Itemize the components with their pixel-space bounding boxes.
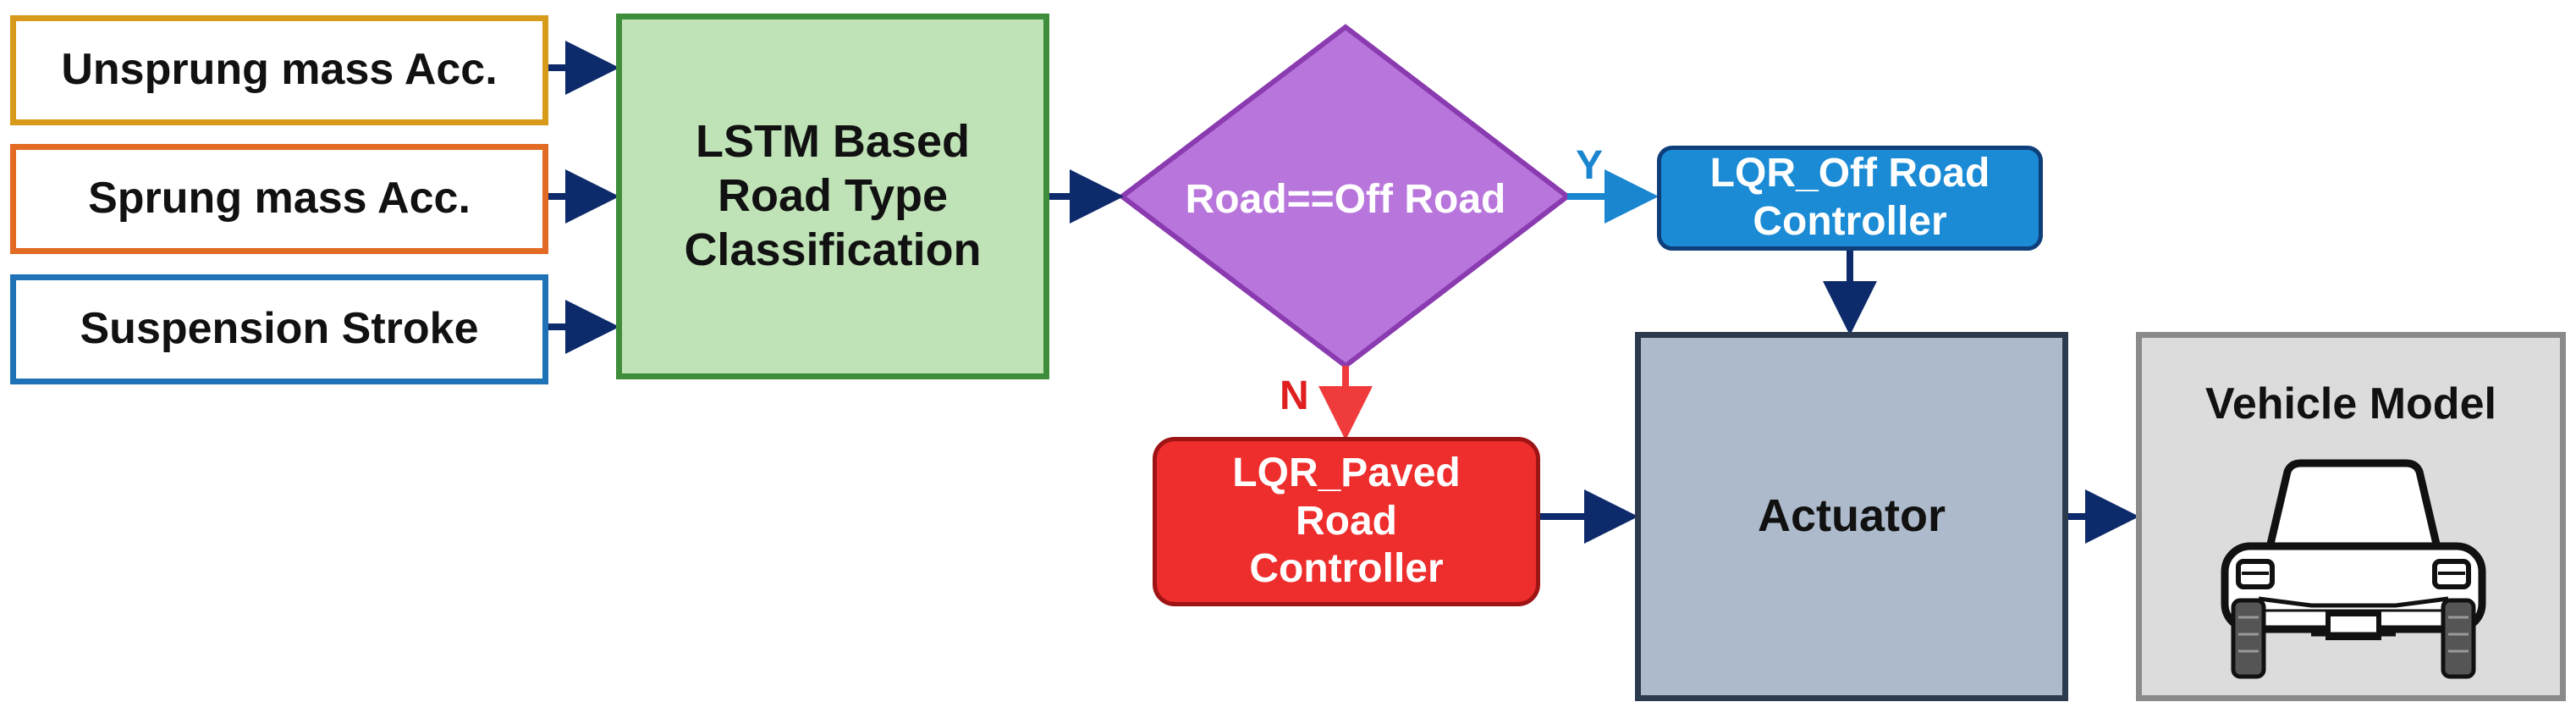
lstm-classifier-block: LSTM Based Road Type Classification (616, 14, 1049, 379)
decision-label: Road==Off Road (1185, 176, 1506, 222)
input-unsprung-mass-acc: Unsprung mass Acc. (10, 15, 548, 125)
classifier-line: Road Type (717, 170, 948, 222)
actuator-label: Actuator (1757, 490, 1946, 542)
controller-line: Controller (1249, 546, 1444, 592)
input-suspension-stroke: Suspension Stroke (10, 274, 548, 384)
lqr-off-road-controller: LQR_Off Road Controller (1657, 146, 2043, 251)
controller-line: Controller (1753, 199, 1947, 244)
yes-branch-label: Y (1576, 143, 1604, 188)
vehicle-model-title: Vehicle Model (2205, 379, 2496, 428)
controller-line: LQR_Off Road (1709, 151, 1990, 196)
input-label: Sprung mass Acc. (88, 174, 471, 224)
input-sprung-mass-acc: Sprung mass Acc. (10, 144, 548, 254)
classifier-line: LSTM Based (695, 116, 971, 168)
no-branch-label: N (1280, 373, 1309, 418)
lqr-paved-road-controller: LQR_Paved Road Controller (1153, 437, 1540, 606)
classifier-line: Classification (684, 224, 982, 275)
vehicle-model-block: Vehicle Model (2136, 332, 2566, 701)
car-front-icon (2221, 459, 2486, 679)
controller-line: Road (1296, 498, 1397, 544)
controller-line: LQR_Paved (1232, 450, 1461, 496)
input-label: Unsprung mass Acc. (61, 45, 498, 95)
input-label: Suspension Stroke (80, 304, 479, 354)
actuator-block: Actuator (1635, 332, 2068, 701)
